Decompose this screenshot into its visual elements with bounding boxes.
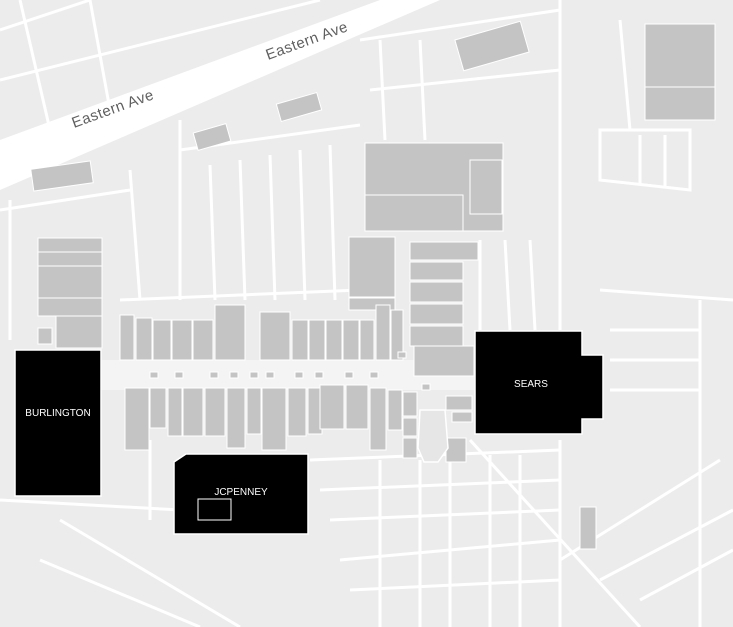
store-unit (119, 314, 135, 361)
jcpenney-label: JCPENNEY (214, 487, 268, 498)
store-unit (37, 237, 103, 253)
store-block-west (37, 237, 103, 349)
store-unit (409, 303, 464, 325)
store-row-north (119, 304, 404, 361)
outparcel-building (644, 23, 716, 121)
outparcel-building (579, 506, 597, 550)
store-unit (325, 319, 343, 361)
store-unit (182, 387, 204, 437)
outparcel-building (275, 91, 323, 123)
store-unit (37, 251, 103, 267)
jcpenney-entrance (197, 498, 232, 521)
outparcel-building (192, 123, 232, 151)
store-unit (149, 387, 167, 429)
anchor-jcpenney[interactable]: JCPENNEY (173, 453, 309, 535)
store-unit (345, 384, 369, 430)
store-unit (37, 297, 103, 317)
store-unit (364, 194, 464, 232)
store-unit (214, 304, 246, 361)
store-unit (152, 319, 172, 361)
outlying-buildings (30, 20, 716, 550)
burlington-store[interactable] (14, 349, 102, 497)
store-unit (413, 345, 475, 377)
store-unit (226, 387, 246, 449)
store-unit (409, 281, 464, 303)
store-unit (124, 387, 150, 451)
store-unit (402, 417, 418, 437)
store-unit (37, 327, 53, 345)
store-unit (192, 319, 214, 361)
food-court-seating (417, 409, 449, 463)
outparcel-building (454, 20, 530, 72)
anchor-sears[interactable]: SEARS (474, 330, 604, 435)
store-row-south (124, 384, 403, 451)
store-unit (469, 159, 503, 215)
store-unit (55, 315, 103, 349)
store-unit (37, 265, 103, 299)
store-block-north (348, 142, 504, 377)
store-unit (348, 236, 396, 298)
store-unit (375, 304, 391, 361)
burlington-label: BURLINGTON (25, 408, 90, 419)
store-unit (387, 389, 403, 431)
store-unit (369, 387, 387, 451)
store-unit (445, 395, 473, 411)
sears-label: SEARS (514, 379, 548, 390)
store-unit (359, 319, 375, 361)
store-unit (409, 261, 464, 281)
store-unit (287, 387, 307, 437)
store-unit (409, 325, 464, 347)
store-unit (246, 387, 262, 435)
store-unit (291, 319, 309, 361)
kiosks (149, 351, 431, 391)
outparcel-building (30, 160, 94, 192)
anchor-burlington[interactable]: BURLINGTON (14, 349, 102, 497)
store-unit (342, 319, 360, 361)
sears-store[interactable] (474, 330, 604, 435)
food-court (402, 391, 473, 463)
store-unit (402, 437, 418, 459)
store-unit (451, 411, 473, 423)
store-unit (171, 319, 193, 361)
store-unit (390, 309, 404, 361)
store-unit (409, 241, 479, 261)
jcpenney-store[interactable] (173, 453, 309, 535)
store-unit (308, 319, 326, 361)
store-unit (445, 437, 467, 463)
store-unit (402, 391, 418, 417)
store-unit (259, 311, 291, 361)
store-unit (261, 387, 287, 451)
store-unit (135, 317, 153, 361)
store-unit (167, 387, 183, 437)
store-unit (319, 384, 345, 430)
store-unit (204, 387, 226, 437)
eastern-ave-road (0, 0, 440, 190)
